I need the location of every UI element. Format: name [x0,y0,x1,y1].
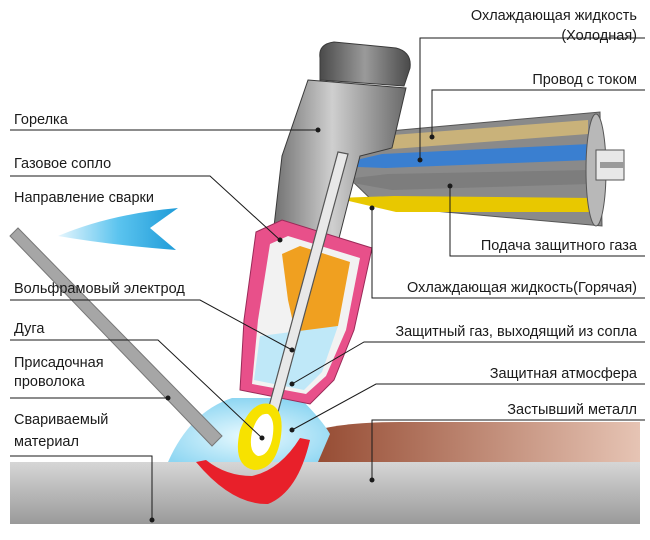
label-coolant-hot: Охлаждающая жидкость(Горячая) [407,280,637,296]
label-weld-direction: Направление сварки [14,190,154,206]
solidified-metal [268,422,640,462]
label-shielding-atmosphere: Защитная атмосфера [490,366,638,382]
label-torch: Горелка [14,112,69,128]
label-shielding-gas-supply: Подача защитного газа [481,238,638,254]
label-workpiece-sub: материал [14,434,79,450]
filler-wire [9,227,223,447]
label-gas-nozzle: Газовое сопло [14,156,111,172]
leader-lines [10,37,645,523]
label-solidified-metal: Застывший металл [507,402,637,418]
label-workpiece: Свариваемый [14,412,108,428]
label-coolant-cold-sub: (Холодная) [561,28,637,44]
label-tungsten-electrode: Вольфрамовый электрод [14,281,185,297]
label-filler-wire: Присадочная [14,355,104,371]
arc-core [250,413,274,456]
label-arc: Дуга [14,321,45,337]
direction-arrow [58,208,178,250]
label-current-wire: Провод с током [532,72,637,88]
label-coolant-cold: Охлаждающая жидкость [471,8,637,24]
weld-pool [196,438,310,505]
gas-exit [254,326,338,390]
label-shielding-gas-out: Защитный газ, выходящий из сопла [395,324,638,340]
workpiece-plate [10,462,640,524]
torch-cap [319,41,411,87]
label-filler-wire-sub: проволока [14,374,86,390]
